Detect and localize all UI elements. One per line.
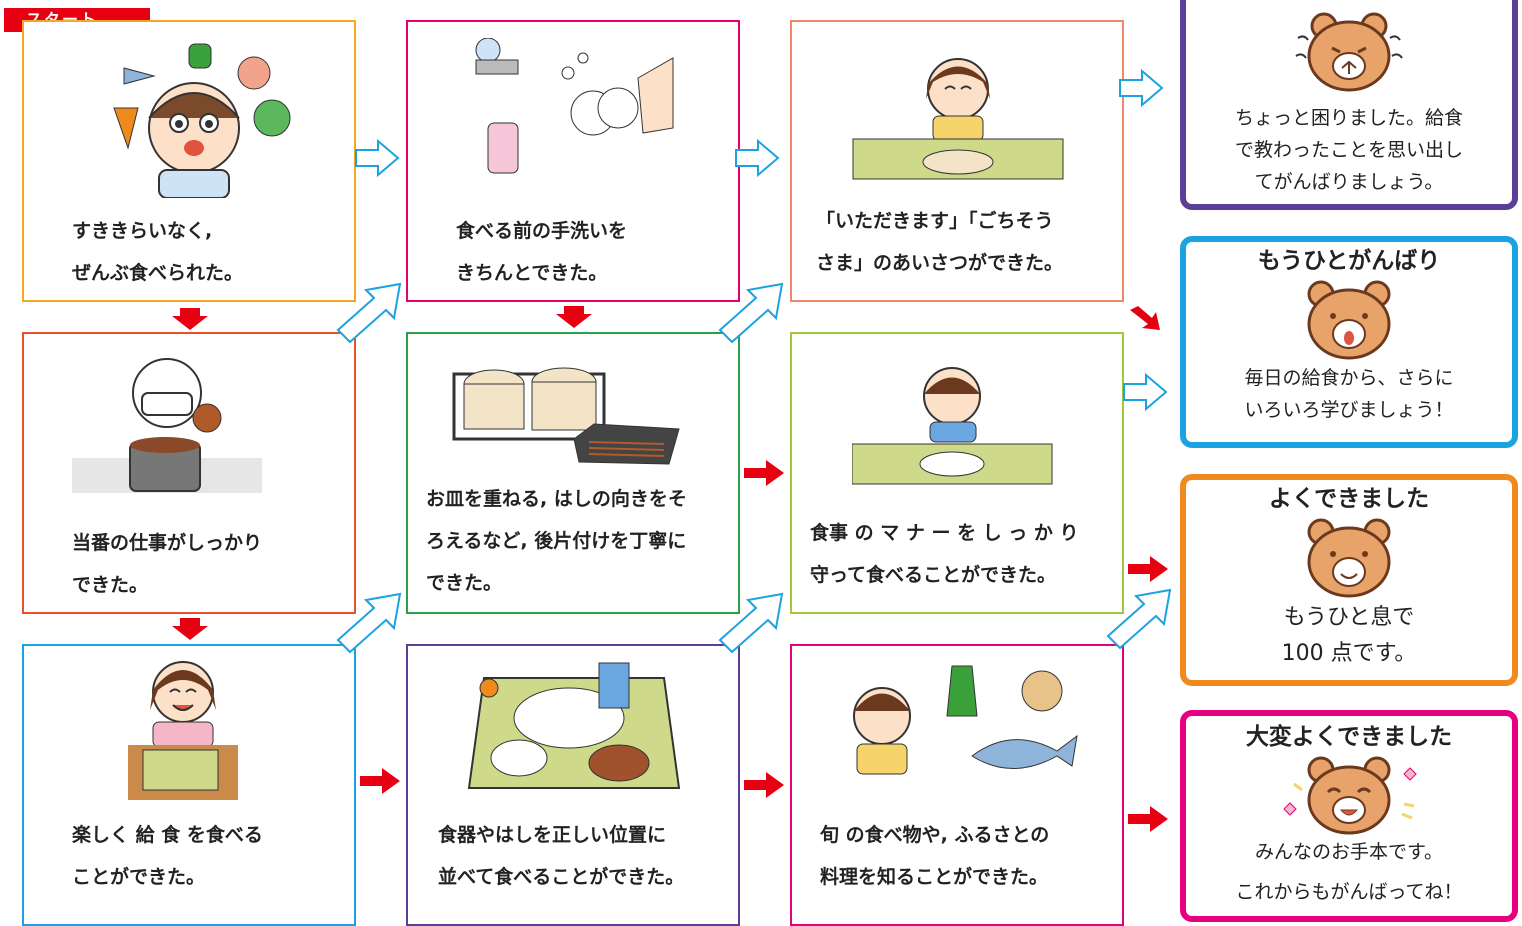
card-eat-everything: すききらいなく,ぜんぶ食べられた。 [22,20,356,302]
right-arrow-blue-1 [355,138,400,178]
card-table-setting: 食器やはしを正しい位置に並べて食べることができた。 [406,644,740,926]
right-arrow-red-1 [360,768,400,794]
card-duty-work: 当番の仕事がしっかりできた。 [22,332,356,614]
right-arrow-red-5 [1128,806,1168,832]
result-title: よくできました [1268,486,1430,512]
card-text: 食器やはしを正しい位置に並べて食べることができた。 [438,824,685,888]
handwashing-illustration [475,38,674,174]
card-text: すききらいなく,ぜんぶ食べられた。 [72,220,244,284]
diagonal-arrow-blue-5 [1106,588,1172,650]
card-text: 楽しく 給 食 を食べることができた。 [72,824,263,888]
down-arrow-1 [172,308,208,330]
card-handwashing: 食べる前の手洗いをきちんとできた。 [406,20,740,302]
right-arrow-red-4 [1128,556,1168,582]
child-eating-illustration [128,661,238,800]
card-text: 食べる前の手洗いをきちんとできた。 [456,220,628,284]
card-text: お皿を重ねる, はしの向きをそろえるなど, 後片付けを丁寧にできた。 [426,488,687,594]
child-seasonal-food-illustration [853,665,1078,775]
bear-happy-icon [1283,756,1417,835]
cook-illustration [72,358,262,493]
right-arrow-blue-2 [735,138,780,178]
diagonal-arrow-blue-1 [336,282,402,344]
down-arrow-2 [172,618,208,640]
card-text: 当番の仕事がしっかりできた。 [72,532,263,596]
result-title: 大変よくできました [1245,724,1453,750]
result-well-done: よくできました もうひと息で 100 点です。 [1180,474,1518,686]
right-arrow-red-2 [744,460,784,486]
down-right-arrow-red [1130,306,1160,330]
card-text: 「いただきます」「ごちそうさま」のあいさつができた。 [816,210,1064,274]
right-arrow-blue-4 [1123,372,1168,412]
right-arrow-blue-3 [1119,68,1164,108]
result-title: もうひとがんばり [1257,248,1441,274]
child-manners-illustration [852,367,1053,485]
card-seasonal-food: 旬 の食べ物や, ふるさとの料理を知ることができた。 [790,644,1124,926]
card-greetings: 「いただきます」「ごちそうさま」のあいさつができた。 [790,20,1124,302]
card-cleanup: お皿を重ねる, はしの向きをそろえるなど, 後片付けを丁寧にできた。 [406,332,740,614]
diagonal-arrow-blue-2 [336,592,402,654]
bear-surprised-icon [1307,280,1391,360]
bear-smiling-icon [1307,518,1391,598]
right-arrow-red-3 [744,772,784,798]
card-text: 食事 の マ ナ ー を し っ か り守って食べることができた。 [810,522,1079,586]
dishes-rack-illustration [452,367,680,465]
result-one-more-effort: もうひとがんばり 毎日の給食から、さらに いろいろ学びましょう！ [1180,236,1518,448]
diagonal-arrow-blue-3 [718,282,784,344]
bear-worried-icon [1295,12,1403,92]
card-text: 旬 の食べ物や, ふるさとの料理を知ることができた。 [820,824,1050,888]
card-manners: 食事 の マ ナ ー を し っ か り守って食べることができた。 [790,332,1124,614]
down-arrow-3 [556,306,592,328]
school-lunch-tray-illustration [467,662,681,789]
result-try-again: ちょっと困りました。給食 で教わったことを思い出し てがんばりましょう。 [1180,0,1518,210]
card-enjoy-lunch: 楽しく 給 食 を食べることができた。 [22,644,356,926]
result-excellent: 大変よくできました みんなのお手本です。 これからもがんばってね！ [1180,710,1518,922]
diagonal-arrow-blue-4 [718,592,784,654]
child-vegetables-illustration [113,43,291,198]
child-greeting-illustration [852,58,1064,180]
